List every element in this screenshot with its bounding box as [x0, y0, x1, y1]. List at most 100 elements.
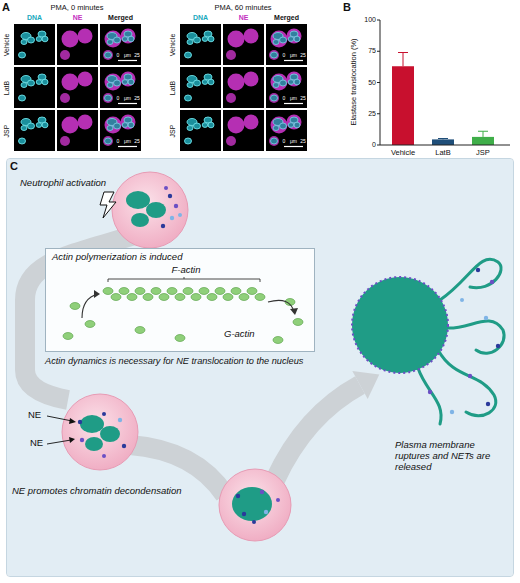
merged-micrograph: [100, 24, 141, 65]
category-label: Vehicle: [391, 149, 415, 158]
scale-label: μm: [124, 139, 131, 145]
condition-title: PMA, 60 minutes: [214, 4, 271, 13]
bar-chart: [377, 20, 510, 145]
channel-header: NE: [239, 14, 249, 22]
row-label: LatB: [169, 80, 177, 94]
scale-label: 25: [300, 96, 306, 102]
error-bar: [478, 131, 488, 137]
scale-label: 25: [134, 53, 140, 59]
node-text: F-actin: [171, 265, 200, 276]
scale-label: 0: [283, 139, 286, 145]
error-bar: [398, 53, 408, 67]
ne-micrograph: [223, 24, 264, 65]
inset-box: Actin polymerization is inducedF-actinG-…: [45, 248, 315, 352]
protein-label: NE: [28, 410, 41, 421]
protein-label: NE: [30, 438, 43, 449]
ne-micrograph: [57, 67, 98, 108]
merged-micrograph: [266, 110, 307, 151]
ne-micrograph: [57, 24, 98, 65]
scale-label: μm: [124, 96, 131, 102]
bar: [392, 66, 414, 145]
channel-header: DNA: [27, 14, 42, 22]
scale-label: μm: [290, 139, 297, 145]
row-label: JSP: [169, 124, 177, 137]
scale-label: 25: [300, 139, 306, 145]
neutrophil-cell: [219, 469, 291, 541]
channel-header: Merged: [108, 14, 133, 22]
panel-letter: B: [343, 1, 351, 14]
channel-header: NE: [73, 14, 83, 22]
panel-letter: A: [2, 1, 10, 14]
channel-header: Merged: [274, 14, 299, 22]
tick-label: 25: [368, 110, 376, 118]
bar: [432, 139, 454, 145]
neutrophil-cell: [112, 172, 188, 248]
tick-label: 75: [368, 47, 376, 55]
scale-label: 0: [117, 139, 120, 145]
row-label: LatB: [3, 80, 11, 94]
step-label: NE promotes chromatin decondensation: [12, 486, 182, 497]
error-bar: [438, 138, 448, 140]
process-band: [25, 235, 360, 495]
channel-header: DNA: [193, 14, 208, 22]
bar: [472, 137, 494, 145]
neutrophil-cell: [62, 394, 138, 470]
scale-label: μm: [290, 96, 297, 102]
arrowhead: [69, 418, 76, 424]
scale-label: 0: [117, 53, 120, 59]
scale-label: 25: [134, 96, 140, 102]
scale-label: 25: [134, 139, 140, 145]
scale-label: 0: [283, 53, 286, 59]
row-label: Vehicle: [3, 33, 11, 56]
tick-label: 0: [372, 141, 376, 149]
condition-title: PMA, 0 minutes: [51, 4, 104, 13]
arrowhead: [290, 308, 298, 315]
merged-micrograph: [266, 67, 307, 108]
scale-label: 25: [300, 53, 306, 59]
node-text: G-actin: [224, 329, 255, 340]
net-release: [352, 259, 504, 424]
dna-micrograph: [14, 24, 55, 65]
scale-label: 0: [283, 96, 286, 102]
dna-micrograph: [14, 110, 55, 151]
step-label: Actin dynamics is necessary for NE trans…: [45, 356, 303, 367]
scale-label: μm: [290, 53, 297, 59]
g-actin-monomers: [63, 299, 303, 344]
micrograph-grid: [14, 24, 307, 151]
dna-micrograph: [14, 67, 55, 108]
actin-filament: [103, 288, 265, 301]
arrowhead: [94, 290, 100, 298]
tick-label: 100: [364, 16, 376, 24]
merged-micrograph: [100, 110, 141, 151]
step-label: Plasma membrane ruptures and NETs are re…: [395, 440, 510, 473]
ne-micrograph: [223, 67, 264, 108]
dna-micrograph: [180, 110, 221, 151]
bracket: [108, 277, 260, 282]
ne-micrograph: [57, 110, 98, 151]
arrowhead: [69, 437, 75, 443]
pointer-line: [47, 416, 72, 444]
chart-axis: [377, 20, 510, 145]
node-text: Actin polymerization is induced: [52, 252, 182, 263]
node-text: C: [10, 160, 18, 173]
lightning-bolt: [100, 192, 116, 218]
merged-micrograph: [266, 24, 307, 65]
panel-background: [7, 159, 513, 576]
axis-title: Elastase translocation (%): [350, 38, 359, 125]
row-label: Vehicle: [169, 33, 177, 56]
inset-background: [45, 248, 315, 352]
row-label: JSP: [3, 124, 11, 137]
ne-micrograph: [223, 110, 264, 151]
merged-micrograph: [100, 67, 141, 108]
scale-label: 0: [117, 96, 120, 102]
scale-label: μm: [124, 53, 131, 59]
dna-micrograph: [180, 67, 221, 108]
dna-micrograph: [180, 24, 221, 65]
cycle-arrow: [82, 294, 294, 318]
category-label: JSP: [476, 149, 490, 158]
category-label: LatB: [435, 149, 450, 158]
panel-box: C Actin polymerization is inducedF-actinG…: [6, 158, 514, 577]
band-arrowhead: [352, 371, 379, 399]
step-label: Neutrophil activation: [20, 178, 106, 189]
